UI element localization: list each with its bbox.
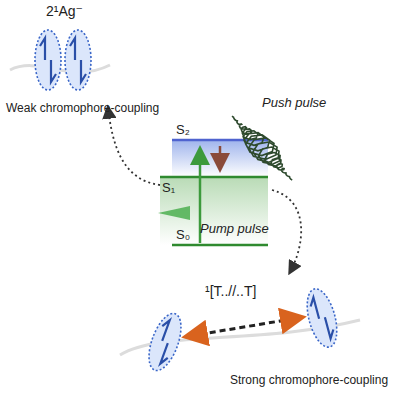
state-label: ¹[T..//..T]: [205, 284, 256, 299]
state-label: S₂: [176, 123, 190, 137]
pulse-label: Pump pulse: [200, 222, 269, 236]
coupling-label: Strong chromophore-coupling: [230, 374, 388, 387]
coupling-label: Weak chromophore-coupling: [6, 102, 159, 115]
pulse-label: Push pulse: [262, 96, 326, 110]
state-label: S₀: [176, 228, 190, 242]
dotted-arrow: [272, 190, 301, 272]
push-pulse-waveform: [232, 116, 292, 180]
pulse-stroke: [232, 116, 292, 180]
energy-diagram: [158, 116, 292, 245]
state-label: S₁: [162, 181, 175, 195]
dotted-arrow: [108, 108, 160, 185]
weak-coupled-pair: [10, 30, 110, 90]
strong-coupled-pair: [120, 286, 360, 375]
state-label: 2¹Ag⁻: [46, 4, 83, 19]
